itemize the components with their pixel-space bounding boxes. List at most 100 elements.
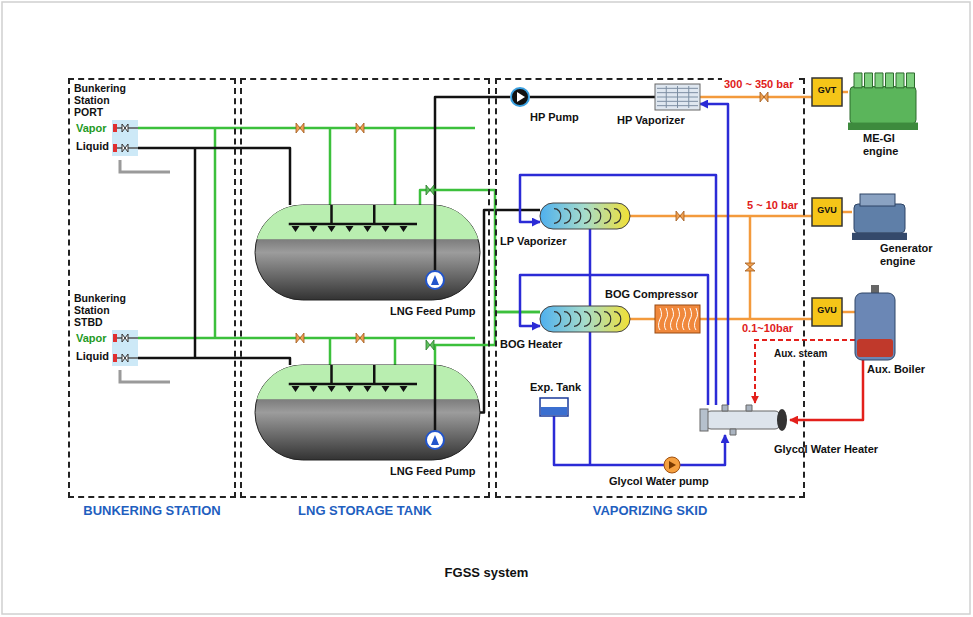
bog-heater: BOG Heater	[540, 306, 630, 332]
expansion-tank: Exp. Tank	[540, 398, 568, 416]
engine-base	[852, 233, 907, 240]
exchanger-plates	[657, 86, 698, 108]
manifold-flange	[113, 354, 117, 362]
gas-valve-unit: GVU	[812, 198, 842, 226]
pipe-connector	[680, 435, 725, 465]
pipe-connector	[520, 175, 716, 405]
valve	[426, 185, 434, 195]
figure-caption: FGSS system	[0, 565, 973, 580]
manifold-flange	[113, 124, 117, 132]
component-label: LNG Feed Pump	[390, 465, 476, 478]
valve-unit-box	[812, 298, 842, 326]
lp-vaporizer-outline	[540, 203, 630, 229]
heater-head	[700, 409, 708, 431]
glycol-return-line	[589, 229, 592, 465]
heater-nozzles	[722, 405, 752, 435]
valve	[426, 340, 434, 350]
line-note: Aux. steam	[772, 348, 829, 360]
line-label: Vapor	[76, 332, 107, 345]
component-label: BOG Compressor	[605, 288, 698, 301]
spray-nozzle	[292, 226, 408, 232]
pipe-connector	[630, 215, 812, 218]
component-label: HP Pump	[530, 111, 579, 124]
feed-pump	[426, 431, 444, 449]
valve	[356, 333, 364, 343]
heater-end	[777, 409, 787, 431]
valve	[122, 334, 128, 362]
me-gi-engine: ME-GI engine	[848, 68, 918, 130]
vaporizer-shell	[540, 306, 630, 332]
aux-boiler: Aux. Boiler	[855, 285, 895, 360]
pipe-connector	[700, 96, 812, 99]
engine-block	[854, 204, 905, 233]
pipe-connector	[630, 318, 655, 321]
bunkering-station: Bunkering Station PORTVaporLiquid	[112, 120, 138, 156]
engine-head	[860, 194, 895, 206]
bunkering-station-outline	[112, 120, 138, 156]
hp-pump-outline	[510, 87, 530, 107]
component-label: BOG Heater	[500, 338, 562, 351]
pump-body	[664, 457, 680, 473]
spray-nozzle	[292, 386, 408, 392]
tank-wall	[540, 398, 568, 416]
boiler-shell	[855, 293, 895, 360]
valve	[122, 124, 128, 152]
pipe-connector	[554, 416, 664, 465]
aux-steam-line	[755, 340, 855, 403]
valve	[296, 123, 304, 133]
gas-valve-unit: GVU	[812, 298, 842, 326]
feed-pump	[426, 271, 444, 289]
component-label: LP Vaporizer	[500, 235, 566, 248]
vaporizer-coil	[554, 312, 621, 327]
hp-vaporizer-outline	[655, 84, 700, 110]
pump-riser	[434, 365, 437, 431]
component-label: VAPORIZING SKID	[497, 504, 803, 517]
liquid-line	[194, 148, 197, 358]
component-label: HP Vaporizer	[617, 114, 685, 127]
tank-shell	[255, 365, 480, 460]
station-panel	[112, 120, 138, 156]
glycol-water-pump-outline	[664, 457, 680, 473]
component-label: Glycol Water pump	[609, 475, 709, 488]
region-box: LNG Feed PumpLNG Feed PumpLNG STORAGE TA…	[240, 78, 490, 498]
glycol-water-heater-outline	[700, 405, 790, 435]
valve	[356, 123, 364, 133]
bog-compressor-outline	[655, 305, 700, 333]
exchanger-body	[655, 84, 700, 110]
lng-tank: LNG Feed Pump	[255, 365, 480, 460]
vapor-space	[255, 365, 480, 399]
me-gi-engine-outline	[848, 68, 918, 130]
pump-mark	[517, 92, 525, 102]
engine-base	[848, 123, 918, 130]
generator-engine-outline	[852, 192, 907, 240]
glycol-water-pump: Glycol Water pump	[664, 457, 680, 473]
component-label: Bunkering Station PORT	[74, 82, 138, 118]
component-label: GVT	[812, 84, 842, 97]
component-label: BUNKERING STATION	[70, 504, 234, 517]
manifold-flange	[113, 334, 117, 342]
pressure-label: 5 ~ 10 bar	[745, 199, 800, 212]
vaporizer-shell	[540, 203, 630, 229]
valve	[760, 92, 768, 102]
valve	[296, 333, 304, 343]
heater-shell	[706, 411, 780, 429]
region-box: HP Pump HP Vaporizer LP VaporizerBOG Heate…	[495, 78, 805, 498]
engine-block	[850, 87, 916, 124]
pipe-connector	[700, 104, 728, 405]
compressor-coil	[659, 308, 698, 330]
pump-riser	[434, 205, 437, 271]
line-label: Liquid	[76, 350, 109, 363]
pressure-label: 300 ~ 350 bar	[722, 78, 795, 91]
pipe-connector	[842, 91, 848, 94]
component-label: Exp. Tank	[530, 381, 581, 394]
hp-pump: HP Pump	[510, 87, 530, 107]
feed-pump-mark	[431, 435, 439, 445]
compressor-body	[655, 305, 700, 333]
component-label: LNG STORAGE TANK	[242, 504, 488, 517]
lng-tank-outline	[255, 365, 480, 460]
lng-tank: LNG Feed Pump	[255, 205, 480, 300]
pipe-connector	[530, 96, 655, 99]
boiler-burner	[857, 339, 893, 357]
pipe-connector	[842, 211, 852, 214]
